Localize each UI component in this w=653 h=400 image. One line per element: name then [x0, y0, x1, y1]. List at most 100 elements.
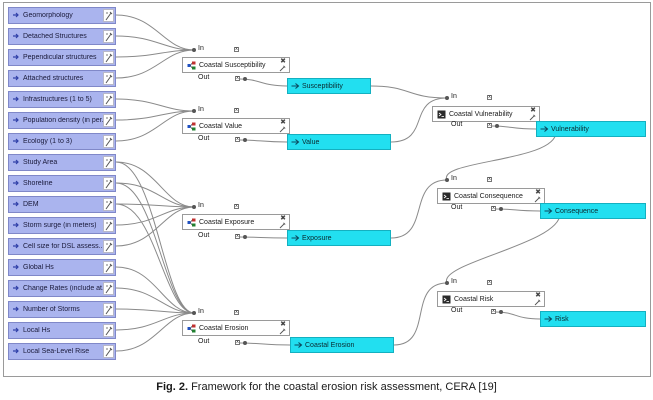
tool-node[interactable]: Coastal Susceptibility ✖ [182, 57, 290, 73]
edit-pencil-icon[interactable] [279, 222, 286, 229]
input-variable[interactable]: Cell size for DSL assess... [8, 238, 116, 255]
in-port-toggle[interactable]: x [487, 94, 492, 100]
in-port-toggle[interactable]: x [234, 203, 239, 209]
out-port-toggle[interactable]: x [491, 205, 496, 211]
input-connector [115, 110, 195, 121]
output-dataset[interactable]: Value [287, 134, 391, 150]
edit-pencil-icon[interactable] [103, 51, 114, 64]
edit-pencil-icon[interactable] [279, 126, 286, 133]
output-label: Exposure [302, 235, 332, 242]
close-icon[interactable]: ✖ [280, 58, 286, 65]
tool-node[interactable]: Coastal Vulnerability ✖ [432, 106, 540, 122]
input-variable[interactable]: Geomorphology [8, 7, 116, 24]
edit-pencil-icon[interactable] [103, 156, 114, 169]
input-variable[interactable]: Population density (in per... [8, 112, 116, 129]
input-variable[interactable]: Storm surge (in meters) [8, 217, 116, 234]
output-dataset[interactable]: Consequence [540, 203, 646, 219]
edit-pencil-icon[interactable] [103, 240, 114, 253]
input-label: Local Hs [23, 327, 51, 334]
edit-pencil-icon[interactable] [103, 219, 114, 232]
input-connector [115, 14, 195, 51]
edit-pencil-icon[interactable] [103, 72, 114, 85]
output-label: Vulnerability [551, 126, 589, 133]
output-dataset[interactable]: Coastal Erosion [290, 337, 394, 353]
edit-pencil-icon[interactable] [103, 30, 114, 43]
input-variable[interactable]: Change Rates (include at... [8, 280, 116, 297]
close-icon[interactable]: ✖ [280, 215, 286, 222]
edit-pencil-icon[interactable] [103, 198, 114, 211]
edit-pencil-icon[interactable] [103, 9, 114, 22]
in-port-toggle[interactable]: x [234, 46, 239, 52]
input-label: Change Rates (include at... [23, 285, 103, 292]
close-icon[interactable]: ✖ [280, 321, 286, 328]
in-hub-dot [192, 48, 196, 52]
input-label: Shoreline [23, 180, 53, 187]
output-dataset[interactable]: Vulnerability [536, 121, 646, 137]
input-variable[interactable]: Infrastructures (1 to 5) [8, 91, 116, 108]
edit-pencil-icon[interactable] [103, 114, 114, 127]
input-variable[interactable]: Attached structures [8, 70, 116, 87]
input-connector [115, 308, 195, 314]
input-variable[interactable]: Detached Structures [8, 28, 116, 45]
edit-pencil-icon[interactable] [103, 177, 114, 190]
input-variable[interactable]: Ecology (1 to 3) [8, 133, 116, 150]
output-dataset[interactable]: Exposure [287, 230, 391, 246]
edit-pencil-icon[interactable] [103, 345, 114, 358]
output-dataset[interactable]: Susceptibility [287, 78, 371, 94]
out-hub-dot [243, 341, 247, 345]
out-port-toggle[interactable]: x [235, 136, 240, 142]
input-variable[interactable]: Local Hs [8, 322, 116, 339]
close-icon[interactable]: ✖ [535, 189, 541, 196]
edit-pencil-icon[interactable] [103, 261, 114, 274]
edit-pencil-icon[interactable] [534, 196, 541, 203]
out-port-label: Out [198, 338, 210, 345]
input-connector [115, 206, 195, 247]
input-variable[interactable]: Study Area [8, 154, 116, 171]
edit-pencil-icon[interactable] [103, 135, 114, 148]
tool-node[interactable]: Coastal Exposure ✖ [182, 214, 290, 230]
close-icon[interactable]: ✖ [535, 292, 541, 299]
input-variable[interactable]: Shoreline [8, 175, 116, 192]
in-port-toggle[interactable]: x [234, 107, 239, 113]
edit-pencil-icon[interactable] [103, 324, 114, 337]
edit-pencil-icon[interactable] [529, 114, 536, 121]
input-variable[interactable]: Global Hs [8, 259, 116, 276]
out-port-toggle[interactable]: x [235, 339, 240, 345]
output-dataset[interactable]: Risk [540, 311, 646, 327]
input-variable[interactable]: Pependicular structures [8, 49, 116, 66]
input-label: Detached Structures [23, 33, 87, 40]
out-port-toggle[interactable]: x [235, 233, 240, 239]
input-arrow-icon [13, 138, 19, 144]
edit-pencil-icon[interactable] [103, 282, 114, 295]
edit-pencil-icon[interactable] [103, 93, 114, 106]
input-variable[interactable]: Local Sea-Level Rise [8, 343, 116, 360]
edit-pencil-icon[interactable] [279, 65, 286, 72]
chain-connector [370, 85, 448, 99]
input-arrow-icon [13, 159, 19, 165]
in-hub-dot [192, 205, 196, 209]
in-port-toggle[interactable]: x [487, 176, 492, 182]
in-port-label: In [451, 278, 457, 285]
tool-node[interactable]: Coastal Erosion ✖ [182, 320, 290, 336]
input-variable[interactable]: Number of Storms [8, 301, 116, 318]
out-port-toggle[interactable]: x [487, 122, 492, 128]
in-port-toggle[interactable]: x [234, 309, 239, 315]
close-icon[interactable]: ✖ [280, 119, 286, 126]
in-port-toggle[interactable]: x [487, 279, 492, 285]
output-arrow-icon [544, 316, 553, 322]
input-variable[interactable]: DEM [8, 196, 116, 213]
out-port-toggle[interactable]: x [235, 75, 240, 81]
edit-pencil-icon[interactable] [279, 328, 286, 335]
input-label: Attached structures [23, 75, 84, 82]
tool-node[interactable]: Coastal Risk ✖ [437, 291, 545, 307]
edit-pencil-icon[interactable] [534, 299, 541, 306]
out-port-toggle[interactable]: x [491, 308, 496, 314]
output-arrow-icon [544, 208, 553, 214]
tool-node[interactable]: Coastal Value ✖ [182, 118, 290, 134]
output-label: Coastal Erosion [305, 342, 355, 349]
close-icon[interactable]: ✖ [530, 107, 536, 114]
input-connector [115, 98, 195, 112]
edit-pencil-icon[interactable] [103, 303, 114, 316]
output-label: Value [302, 139, 320, 146]
tool-node[interactable]: Coastal Consequence ✖ [437, 188, 545, 204]
